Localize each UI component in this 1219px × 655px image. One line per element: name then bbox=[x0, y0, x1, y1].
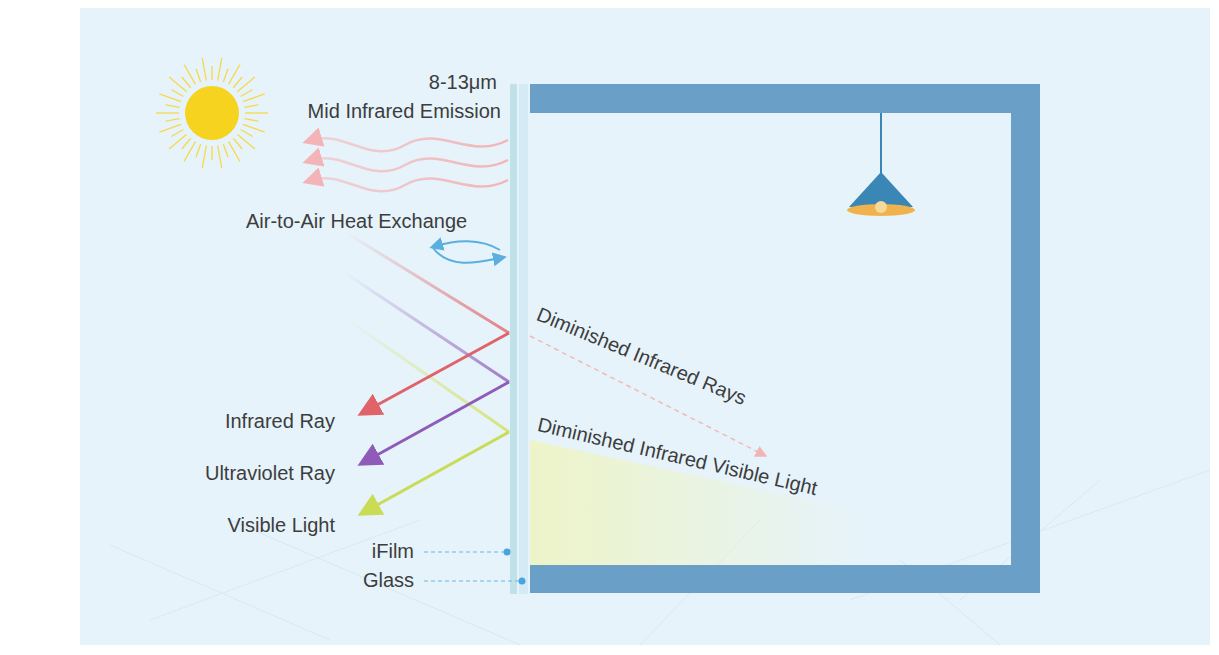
sun-ray bbox=[156, 112, 179, 113]
ray-label: Infrared Ray bbox=[225, 409, 335, 433]
sun-ray bbox=[182, 138, 191, 149]
sun-ray bbox=[202, 58, 206, 81]
emission-label: Mid Infrared Emission bbox=[308, 99, 501, 123]
wavelength-label: 8-13μm bbox=[429, 70, 497, 94]
sun-ray bbox=[218, 58, 222, 81]
sun-ray bbox=[241, 130, 253, 137]
sun-ray bbox=[159, 94, 181, 102]
sun-ray bbox=[182, 77, 191, 88]
sun-ray bbox=[223, 69, 228, 82]
sun-ray bbox=[171, 90, 183, 97]
ray-label: Visible Light bbox=[228, 513, 335, 537]
sun-ray bbox=[223, 144, 228, 157]
part-label: iFilm bbox=[372, 539, 414, 563]
sun-ray bbox=[159, 124, 181, 132]
sun-ray bbox=[166, 105, 180, 107]
sun-ray bbox=[196, 144, 201, 157]
sun-ray bbox=[202, 145, 206, 168]
sun-ray bbox=[229, 142, 241, 162]
sun-ray bbox=[233, 77, 242, 88]
sun-ray bbox=[243, 124, 265, 132]
sun-ray bbox=[245, 112, 268, 113]
sun-ray bbox=[233, 138, 242, 149]
sun-ray bbox=[243, 94, 265, 102]
ray-label: Ultraviolet Ray bbox=[205, 461, 335, 485]
sun-ray bbox=[241, 90, 253, 97]
sun-ray bbox=[166, 119, 180, 121]
sun-ray bbox=[184, 65, 196, 85]
sun-ray bbox=[211, 146, 212, 160]
sun-ray bbox=[244, 105, 258, 107]
part-label: Glass bbox=[363, 568, 414, 592]
sun-ray bbox=[171, 130, 183, 137]
sun-ray bbox=[196, 69, 201, 82]
sun-ray bbox=[211, 66, 212, 80]
sun-ray bbox=[218, 145, 222, 168]
heat-exchange-label: Air-to-Air Heat Exchange bbox=[246, 209, 467, 233]
sun-ray bbox=[244, 119, 258, 121]
